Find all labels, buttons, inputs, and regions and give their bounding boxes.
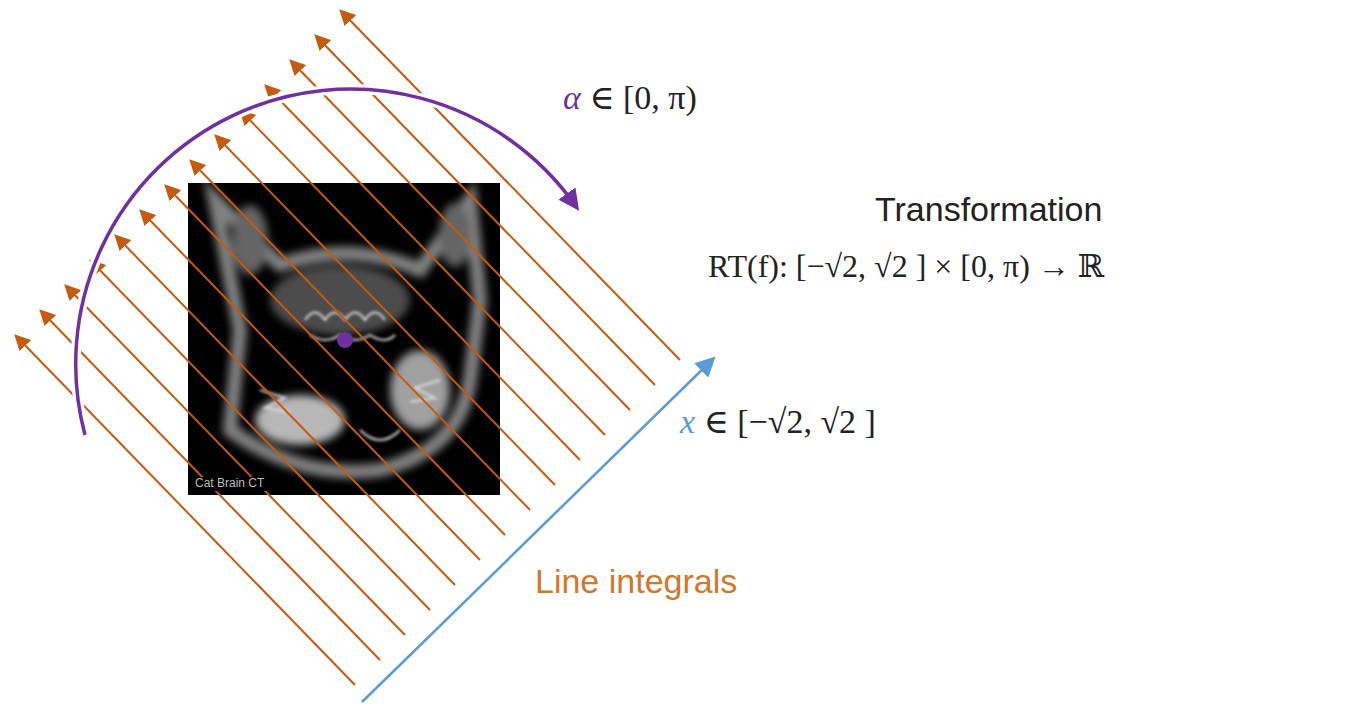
ray-line	[217, 137, 555, 485]
ray-line	[167, 187, 505, 535]
transform-formula: RT(f): [−√2, √2 ] × [0, π) → ℝ	[708, 248, 1104, 285]
ray-line	[42, 312, 380, 660]
rotation-arc	[76, 89, 575, 435]
ray-line	[67, 287, 405, 635]
ray-line	[92, 262, 430, 610]
angle-range: α ∈ [0, π)	[563, 78, 697, 117]
ray-line	[342, 12, 680, 360]
arc-halo	[76, 89, 575, 435]
ct-image	[188, 183, 500, 495]
offset-range: x ∈ [−√2, √2 ]	[680, 402, 876, 441]
ray-line	[192, 162, 530, 510]
ray-line	[267, 87, 605, 435]
ray-line	[242, 112, 580, 460]
detector-axis	[362, 360, 712, 702]
ray-line	[17, 337, 355, 685]
rays-caption: Line integrals	[535, 562, 737, 601]
ray-line	[117, 237, 455, 585]
image-watermark: Cat Brain CT	[193, 477, 266, 491]
rotation-center	[337, 332, 353, 348]
ray-line	[142, 212, 480, 560]
transform-heading: Transformation	[875, 190, 1102, 229]
